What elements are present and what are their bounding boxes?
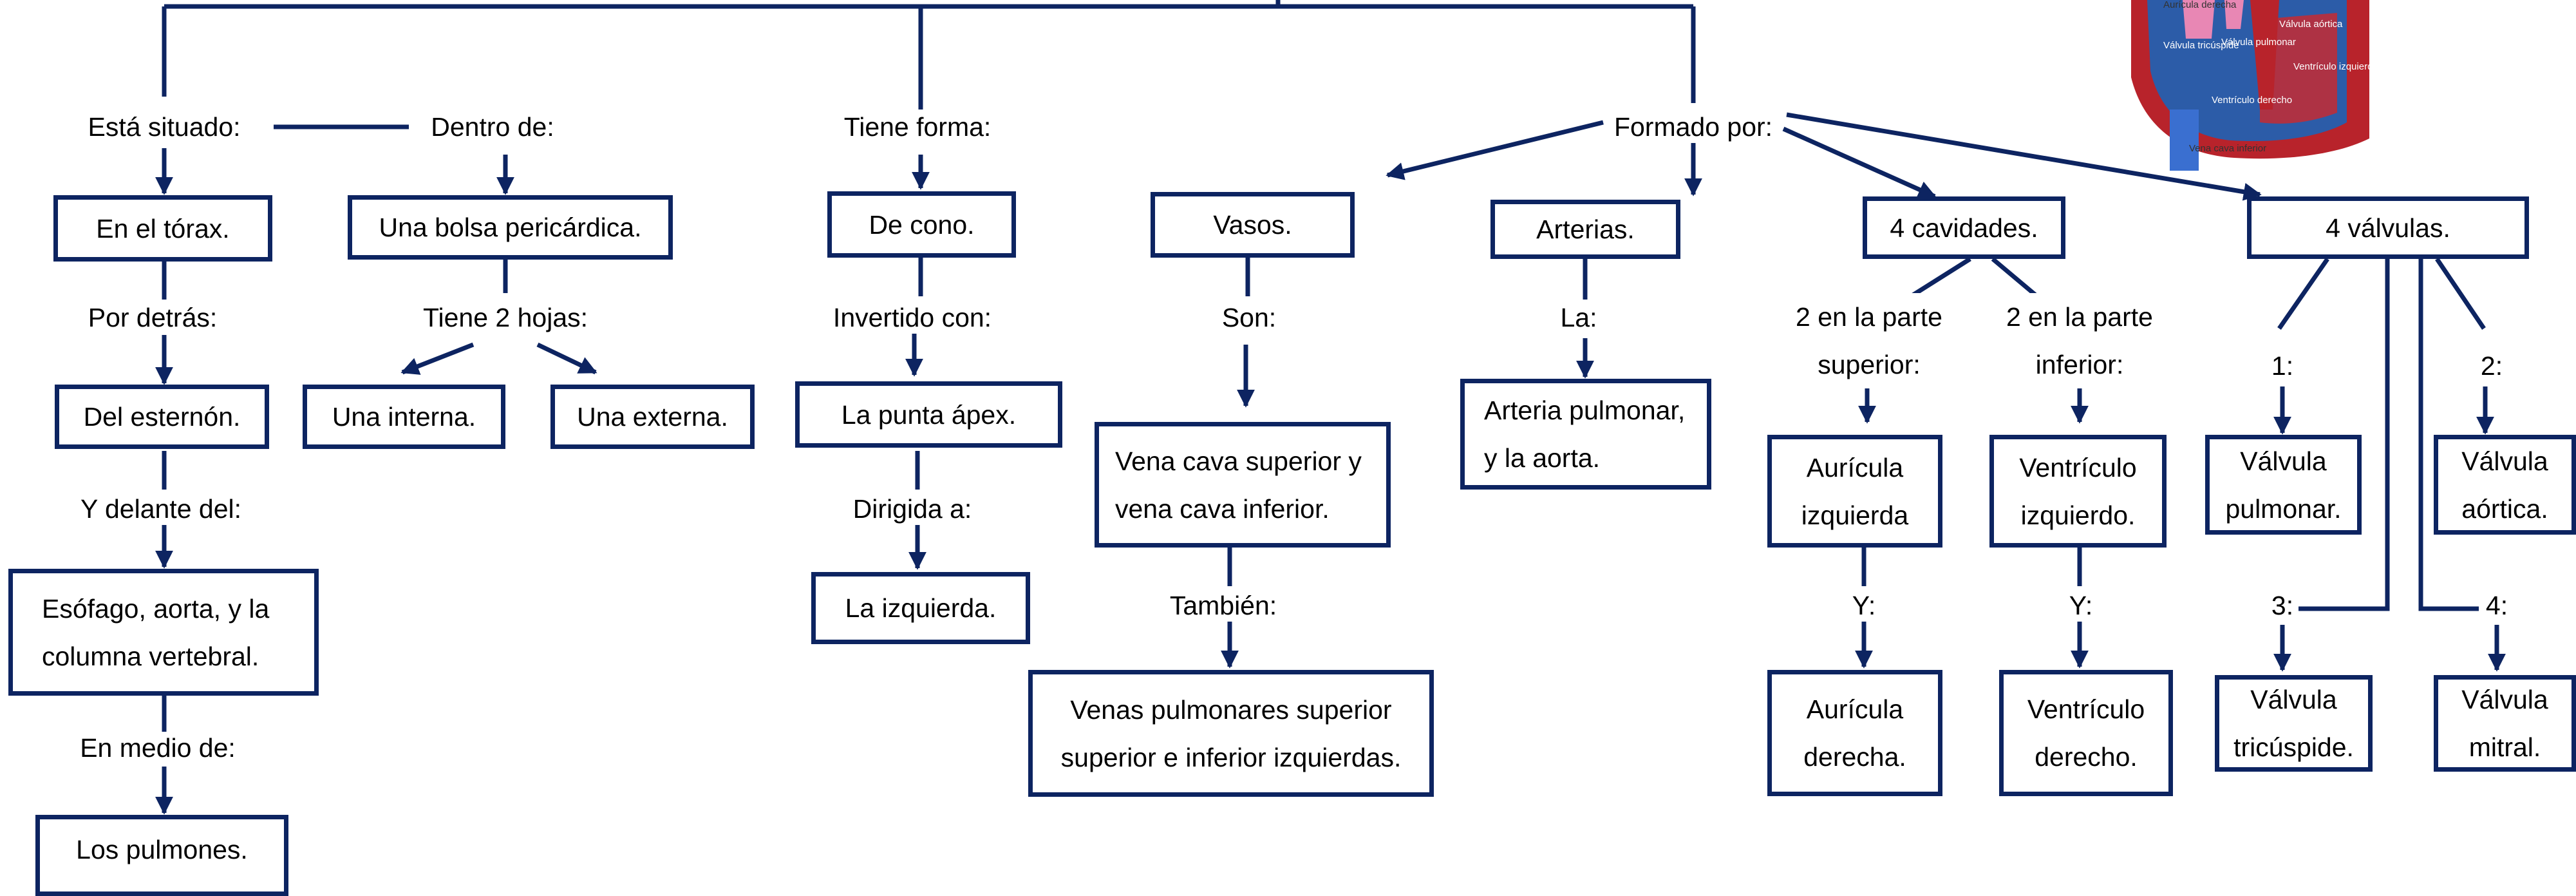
box-4-valvulas: 4 válvulas. bbox=[2247, 196, 2529, 259]
box-de-cono: De cono. bbox=[827, 191, 1016, 258]
box-la-punta-apex: La punta ápex. bbox=[795, 381, 1062, 448]
label-formado-por: Formado por: bbox=[1610, 111, 1777, 143]
label-por-detras: Por detrás: bbox=[84, 301, 221, 334]
heart-illustration: Aurícula derecha Válvula tricúspide Válv… bbox=[2125, 0, 2369, 171]
label-parte-inferior: 2 en la parte inferior: bbox=[1989, 293, 2170, 388]
heart-label-valvula-aortica: Válvula aórtica bbox=[2279, 19, 2343, 30]
box-valvula-pulmonar: Válvula pulmonar. bbox=[2205, 435, 2362, 535]
heart-label-auricula-derecha: Aurícula derecha bbox=[2163, 0, 2237, 10]
box-bolsa-pericardica: Una bolsa pericárdica. bbox=[348, 195, 673, 260]
heart-label-ventriculo-izquierdo: Ventrículo izquierdo bbox=[2293, 61, 2369, 72]
label-valvula-4: 4: bbox=[2481, 589, 2512, 622]
label-dirigida-a: Dirigida a: bbox=[849, 493, 976, 525]
box-valvula-aortica: Válvula aórtica. bbox=[2434, 435, 2576, 535]
box-esofago: Esófago, aorta, y la columna vertebral. bbox=[8, 569, 319, 696]
label-valvula-1: 1: bbox=[2267, 350, 2298, 382]
box-ventriculo-izquierdo: Ventrículo izquierdo. bbox=[1989, 435, 2167, 548]
box-arteria-pulmonar: Arteria pulmonar, y la aorta. bbox=[1460, 379, 1711, 490]
box-una-interna: Una interna. bbox=[303, 385, 505, 449]
label-y-auriculas: Y: bbox=[1848, 589, 1880, 622]
label-parte-superior: 2 en la parte superior: bbox=[1778, 293, 1960, 388]
box-vasos: Vasos. bbox=[1151, 192, 1355, 258]
label-valvula-3: 3: bbox=[2267, 589, 2298, 622]
label-dentro-de: Dentro de: bbox=[427, 111, 558, 143]
heart-label-valvula-tricuspide: Válvula tricúspide bbox=[2163, 40, 2239, 51]
box-venas-pulmonares: Venas pulmonares superior superior e inf… bbox=[1028, 670, 1434, 797]
label-valvula-2: 2: bbox=[2476, 350, 2507, 382]
box-los-pulmones: Los pulmones. bbox=[35, 815, 288, 896]
box-auricula-derecha: Aurícula derecha. bbox=[1767, 670, 1942, 796]
label-y-ventriculos: Y: bbox=[2065, 589, 2097, 622]
label-tiene-forma: Tiene forma: bbox=[840, 111, 995, 143]
box-auricula-izquierda: Aurícula izquierda bbox=[1767, 435, 1942, 548]
box-valvula-tricuspide: Válvula tricúspide. bbox=[2215, 675, 2373, 772]
label-en-medio-de: En medio de: bbox=[76, 732, 240, 764]
label-la: La: bbox=[1556, 301, 1601, 334]
label-tiene-2-hojas: Tiene 2 hojas: bbox=[418, 301, 592, 334]
heart-label-ventriculo-derecho: Ventrículo derecho bbox=[2212, 95, 2292, 106]
label-son: Son: bbox=[1217, 301, 1281, 334]
label-tambien: También: bbox=[1165, 589, 1281, 622]
label-y-delante-del: Y delante del: bbox=[76, 493, 246, 525]
box-una-externa: Una externa. bbox=[550, 385, 755, 449]
label-esta-situado: Está situado: bbox=[84, 111, 245, 143]
box-arterias: Arterias. bbox=[1490, 200, 1680, 259]
heart-label-valvula-pulmonar: Válvula pulmonar bbox=[2221, 37, 2296, 48]
box-la-izquierda: La izquierda. bbox=[811, 572, 1030, 644]
box-en-el-torax: En el tórax. bbox=[53, 195, 272, 262]
label-invertido-con: Invertido con: bbox=[829, 301, 996, 334]
box-ventriculo-derecho: Ventrículo derecho. bbox=[1999, 670, 2173, 796]
box-del-esternon: Del esternón. bbox=[55, 385, 269, 449]
box-4-cavidades: 4 cavidades. bbox=[1863, 196, 2065, 259]
box-valvula-mitral: Válvula mitral. bbox=[2434, 675, 2576, 772]
box-vena-cava: Vena cava superior y vena cava inferior. bbox=[1095, 422, 1391, 548]
heart-label-vena-cava-inferior: Vena cava inferior bbox=[2189, 143, 2266, 154]
